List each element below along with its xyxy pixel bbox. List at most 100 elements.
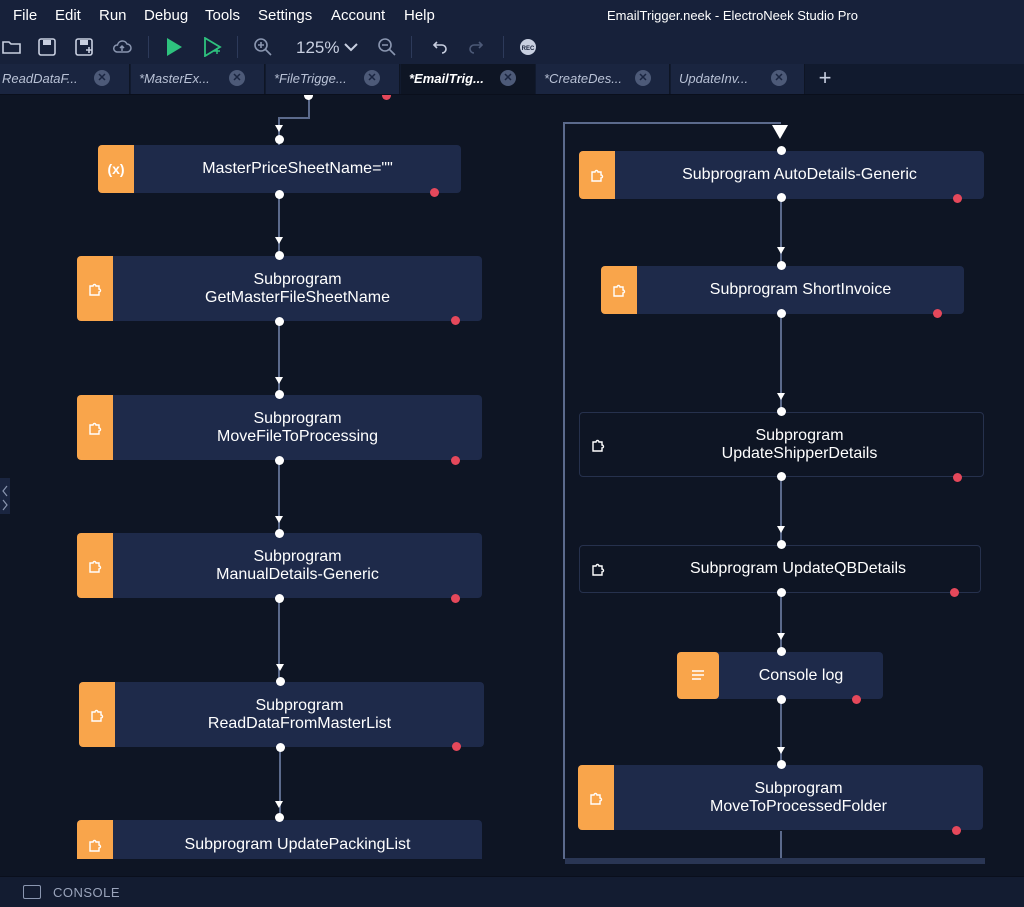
node-subprogram[interactable]: Subprogram MoveToProcessedFolder [578,765,983,830]
close-icon[interactable]: ✕ [500,70,516,86]
zoom-in-icon[interactable] [251,35,275,59]
output-port[interactable] [777,193,786,202]
connector [780,313,782,411]
node-subprogram[interactable]: Subprogram MoveFileToProcessing [77,395,482,460]
console-panel-bar[interactable]: CONSOLE [0,876,1024,907]
node-label: Subprogram UpdatePackingList [184,836,411,853]
node-label: Subprogram GetMasterFileSheetName [205,270,390,306]
run-icon[interactable] [162,35,186,59]
error-port[interactable] [950,588,959,597]
save-icon[interactable] [35,35,59,59]
input-port[interactable] [276,677,285,686]
tab-label: *CreateDes... [544,71,623,86]
window-title: EmailTrigger.neek - ElectroNeek Studio P… [607,8,858,23]
record-icon[interactable]: REC [516,35,540,59]
error-port[interactable] [451,456,460,465]
menu-edit[interactable]: Edit [55,7,81,24]
output-port[interactable] [777,309,786,318]
node-assign-variable[interactable]: (x) MasterPriceSheetName="" [98,145,461,193]
close-icon[interactable]: ✕ [94,70,110,86]
input-port[interactable] [777,261,786,270]
zoom-level[interactable]: 125% [296,38,340,57]
connector [780,197,782,265]
tab-filetrigger[interactable]: *FileTrigge... ✕ [266,64,400,94]
output-port[interactable] [777,472,786,481]
node-subprogram[interactable]: Subprogram ReadDataFromMasterList [79,682,484,747]
connector [563,122,781,124]
add-tab-button[interactable]: + [818,65,832,90]
node-subprogram[interactable]: Subprogram UpdatePackingList [77,820,482,859]
horizontal-scrollbar[interactable] [565,858,985,864]
close-icon[interactable]: ✕ [771,70,787,86]
node-subprogram[interactable]: Subprogram UpdateQBDetails [579,545,981,593]
output-port[interactable] [275,317,284,326]
workflow-canvas[interactable]: (x) MasterPriceSheetName="" Subprogram G… [0,95,1024,859]
collapse-panel-handle[interactable] [0,478,10,514]
error-port[interactable] [953,194,962,203]
input-port[interactable] [275,251,284,260]
node-console-log[interactable]: Console log [677,652,883,699]
error-port[interactable] [953,473,962,482]
redo-icon[interactable] [465,35,489,59]
output-port[interactable] [304,95,313,100]
menu-debug[interactable]: Debug [144,7,189,24]
connector [780,592,782,652]
error-port[interactable] [451,316,460,325]
tab-createdes[interactable]: *CreateDes... ✕ [536,64,670,94]
chevron-down-icon[interactable] [343,40,359,54]
error-port[interactable] [382,95,391,100]
output-port[interactable] [275,190,284,199]
input-port[interactable] [777,540,786,549]
tab-emailtrigger[interactable]: *EmailTrig... ✕ [401,64,535,94]
error-port[interactable] [430,188,439,197]
menu-file[interactable]: File [13,7,38,24]
open-folder-icon[interactable] [0,35,24,59]
run-from-icon[interactable] [200,35,224,59]
menu-account[interactable]: Account [331,7,386,24]
menu-settings[interactable]: Settings [258,7,313,24]
close-icon[interactable]: ✕ [364,70,380,86]
node-label: Subprogram ShortInvoice [709,281,892,298]
connector [780,831,782,859]
error-port[interactable] [952,826,961,835]
node-subprogram[interactable]: Subprogram ShortInvoice [601,266,964,314]
node-subprogram[interactable]: Subprogram AutoDetails-Generic [579,151,984,199]
output-port[interactable] [777,695,786,704]
input-port[interactable] [777,146,786,155]
close-icon[interactable]: ✕ [229,70,245,86]
input-port[interactable] [777,647,786,656]
output-port[interactable] [276,743,285,752]
tab-masterex[interactable]: *MasterEx... ✕ [131,64,265,94]
menu-help[interactable]: Help [404,7,435,24]
input-port[interactable] [275,529,284,538]
error-port[interactable] [852,695,861,704]
output-port[interactable] [777,588,786,597]
input-port[interactable] [275,135,284,144]
node-subprogram[interactable]: Subprogram GetMasterFileSheetName [77,256,482,321]
node-subprogram[interactable]: Subprogram UpdateShipperDetails [579,412,984,477]
tab-readdata[interactable]: ReadDataF... ✕ [0,64,130,94]
close-icon[interactable]: ✕ [635,70,651,86]
menu-tools[interactable]: Tools [205,7,241,24]
error-port[interactable] [451,594,460,603]
save-all-icon[interactable] [72,35,96,59]
toolbar-separator [237,36,238,58]
node-subprogram[interactable]: Subprogram ManualDetails-Generic [77,533,482,598]
cloud-upload-icon[interactable] [110,35,134,59]
menu-bar: File Edit Run Debug Tools Settings Accou… [0,0,1024,30]
output-port[interactable] [275,456,284,465]
input-port[interactable] [777,760,786,769]
zoom-out-icon[interactable] [375,35,399,59]
error-port[interactable] [933,309,942,318]
undo-icon[interactable] [427,35,451,59]
connector [278,321,280,394]
tab-updateinv[interactable]: UpdateInv... ✕ [671,64,805,94]
error-port[interactable] [452,742,461,751]
menu-run[interactable]: Run [99,7,127,24]
connector [308,95,310,117]
output-port[interactable] [275,594,284,603]
input-port[interactable] [275,813,284,822]
input-port[interactable] [275,390,284,399]
puzzle-icon [77,820,113,859]
input-port[interactable] [777,407,786,416]
